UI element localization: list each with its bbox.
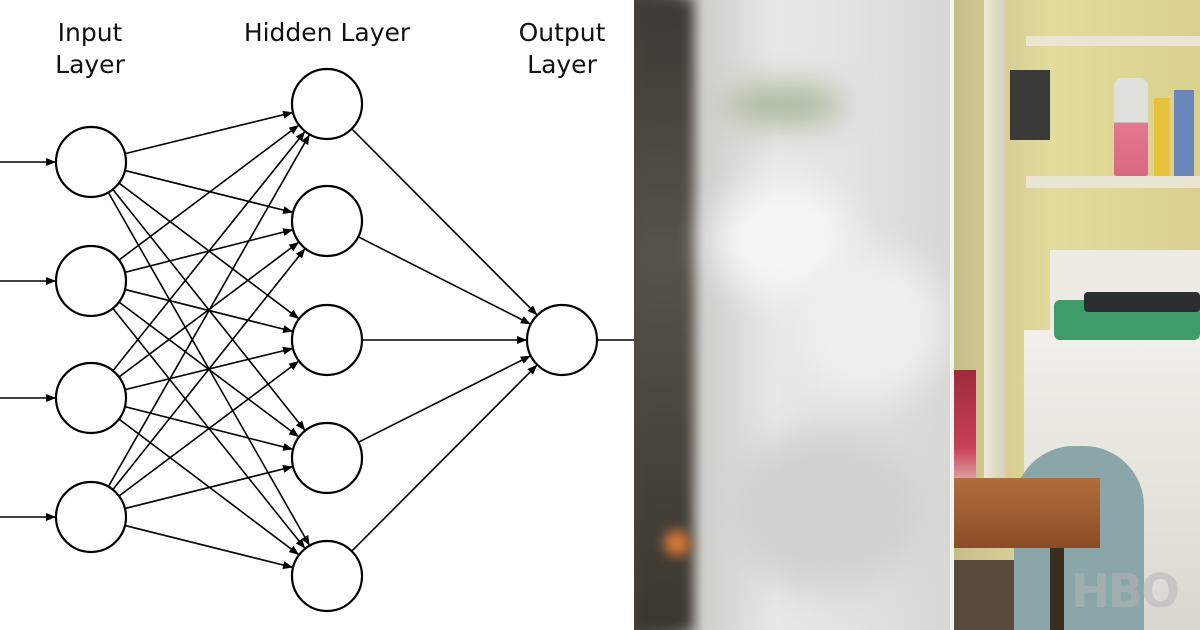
neural-network-diagram: Input Layer Hidden Layer Output Layer <box>0 18 634 613</box>
orange-light-blur <box>664 530 690 556</box>
shadow-blur <box>724 430 924 590</box>
input-node-2 <box>54 244 128 318</box>
door-frame <box>984 0 1006 480</box>
blurred-photo-panel <box>634 0 950 630</box>
edge-hidden4-output1 <box>357 355 531 444</box>
edge-hidden1-output1 <box>351 128 538 316</box>
red-spray-can <box>954 370 976 500</box>
blue-box <box>1174 90 1194 176</box>
edge-input4-hidden2 <box>112 248 306 491</box>
input-node-3 <box>54 361 128 435</box>
hidden-node-3 <box>290 303 364 377</box>
edge-input4-hidden5 <box>124 524 294 569</box>
edge-input4-hidden1 <box>107 134 310 488</box>
edge-input3-hidden1 <box>112 131 306 372</box>
bright-blur <box>794 250 944 400</box>
hidden-node-5 <box>290 539 364 613</box>
green-light-blur <box>724 85 844 125</box>
edge-hidden5-output1 <box>351 364 538 552</box>
hbo-watermark: HBO <box>1071 564 1180 618</box>
edge-input2-hidden1 <box>118 124 300 261</box>
edge-input4-hidden4 <box>124 465 294 510</box>
edge-input3-hidden5 <box>118 418 300 555</box>
shelf <box>1026 36 1200 46</box>
edge-input1-hidden1 <box>124 110 294 155</box>
table-leg <box>1050 548 1064 630</box>
edge-input4-hidden3 <box>118 360 300 497</box>
shelf <box>1026 176 1200 188</box>
hidden-node-1 <box>290 67 364 141</box>
connections <box>0 110 634 569</box>
laundry-room-photo-panel: HBO <box>954 0 1200 630</box>
input-layer-label: Input Layer <box>55 18 125 79</box>
yellow-box <box>1154 98 1170 176</box>
router-device <box>1010 70 1050 140</box>
edge-input1-hidden2 <box>124 169 294 214</box>
edge-hidden2-output1 <box>357 236 531 325</box>
network-graph <box>0 67 634 613</box>
output-node-1 <box>525 303 599 377</box>
dark-clothes <box>1084 292 1200 312</box>
floor <box>954 560 1014 630</box>
input-node-1 <box>54 125 128 199</box>
pink-bottle <box>1114 78 1148 176</box>
hidden-node-2 <box>290 184 364 258</box>
panel-divider <box>950 0 954 630</box>
hidden-layer-label: Hidden Layer <box>243 18 411 47</box>
wooden-table <box>954 478 1100 548</box>
hidden-node-4 <box>290 421 364 495</box>
dark-doorframe-blur <box>634 0 692 630</box>
neurons <box>54 67 599 613</box>
input-node-4 <box>54 480 128 554</box>
output-layer-label: Output Layer <box>518 18 606 79</box>
